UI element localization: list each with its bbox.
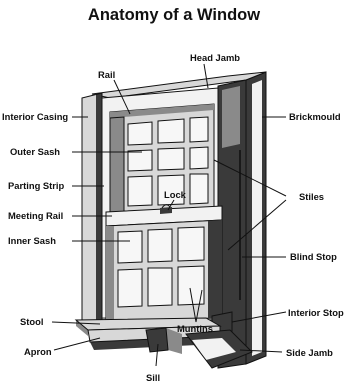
interior-casing-shape <box>82 94 96 326</box>
label-lock: Lock <box>164 189 187 200</box>
inner-sash-panes <box>118 227 204 307</box>
leader-rail <box>113 79 131 115</box>
leader-apron <box>53 337 101 351</box>
outer-sash-panes <box>128 117 208 206</box>
leader-muntins-2 <box>195 289 203 323</box>
diagram-title: Anatomy of a Window <box>88 6 260 24</box>
sill-shape <box>146 328 168 352</box>
label-parting-strip: Parting Strip <box>8 180 65 191</box>
label-stool: Stool <box>20 316 43 327</box>
label-inner-sash: Inner Sash <box>8 235 56 246</box>
leader-muntins-1 <box>189 287 197 323</box>
leader-lines <box>51 63 287 367</box>
label-outer-sash: Outer Sash <box>10 146 60 157</box>
leader-side-jamb <box>239 349 283 353</box>
label-meeting-rail: Meeting Rail <box>8 210 63 221</box>
label-interior-stop: Interior Stop <box>288 307 344 318</box>
leader-lock <box>167 199 175 211</box>
label-blind-stop: Blind Stop <box>290 251 337 262</box>
head-jamb-shape <box>92 72 266 98</box>
label-side-jamb: Side Jamb <box>286 347 333 358</box>
label-sill: Sill <box>146 372 160 383</box>
leader-head-jamb <box>203 63 209 89</box>
label-rail: Rail <box>98 69 115 80</box>
label-stiles: Stiles <box>299 191 324 202</box>
labels: Head Jamb Rail Interior Casing Brickmoul… <box>2 52 344 383</box>
window-illustration <box>74 71 267 369</box>
leader-stiles-1 <box>213 159 287 197</box>
leader-sill <box>155 343 159 367</box>
leader-stool <box>51 321 101 325</box>
label-interior-casing: Interior Casing <box>2 111 68 122</box>
leader-interior-stop <box>231 311 287 323</box>
side-jamb-shape <box>218 80 246 368</box>
leader-stiles-2 <box>227 199 287 251</box>
label-head-jamb: Head Jamb <box>190 52 240 63</box>
label-brickmould: Brickmould <box>289 111 341 122</box>
label-apron: Apron <box>24 346 52 357</box>
label-muntins: Muntins <box>177 323 213 334</box>
